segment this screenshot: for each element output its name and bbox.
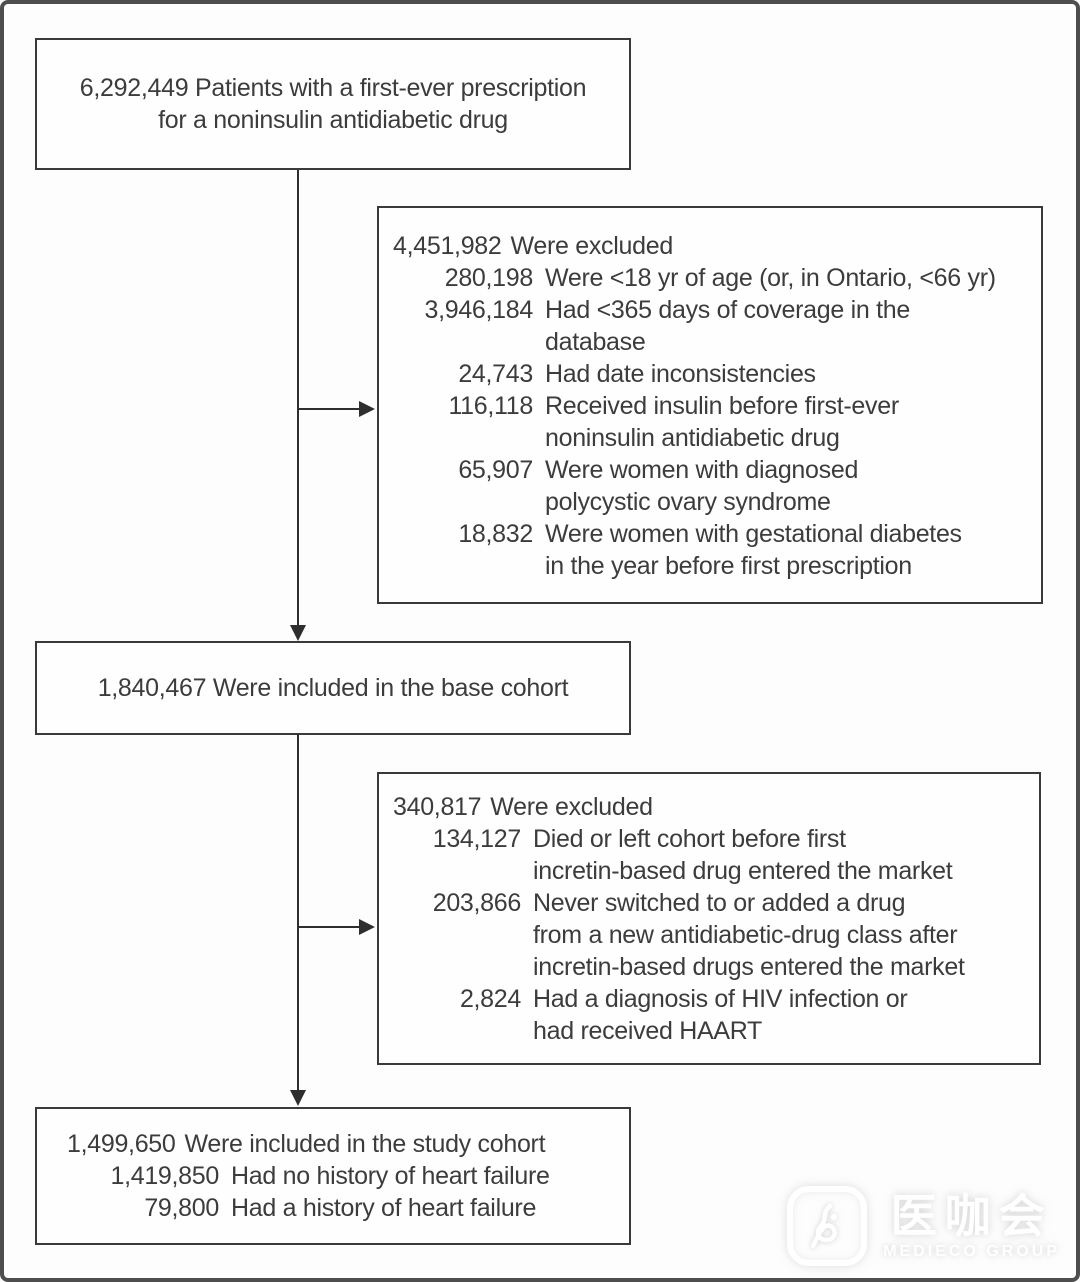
exclusion-2-item: 2,824 Had a diagnosis of HIV infection o… <box>393 983 1031 1047</box>
item-text: Had a diagnosis of HIV infection or had … <box>533 985 908 1045</box>
box-initial-cohort-text: 6,292,449 Patients with a first-ever pre… <box>79 74 587 134</box>
item-count: 134,127 <box>432 825 522 853</box>
item-text: Were <18 yr of age (or, in Ontario, <66 … <box>545 264 996 292</box>
item-count: 65,907 <box>458 456 533 484</box>
item-text: Were women with diagnosed polycystic ova… <box>545 456 859 516</box>
exclusion-2-header-label: Were excluded <box>490 793 653 821</box>
item-count: 116,118 <box>448 392 533 420</box>
exclusion-1-item: 24,743 Had date inconsistencies <box>393 358 1033 390</box>
item-text: Received insulin before first-ever nonin… <box>545 392 899 452</box>
exclusion-1-item: 18,832 Were women with gestational diabe… <box>393 518 1033 582</box>
item-count: 280,198 <box>444 264 534 292</box>
exclusion-1-header-label: Were excluded <box>510 232 674 260</box>
study-cohort-header-label: Were included in the study cohort <box>184 1130 546 1158</box>
study-cohort-header: 1,499,650 Were included in the study coho… <box>67 1128 621 1160</box>
study-cohort-header-count: 1,499,650 <box>67 1130 176 1158</box>
arrowhead-down-2 <box>290 1090 306 1106</box>
exclusion-1-item: 3,946,184 Had <365 days of coverage in t… <box>393 294 1033 358</box>
connector-branch-1 <box>298 408 359 410</box>
exclusion-2-header-count: 340,817 <box>393 793 482 821</box>
item-count: 203,866 <box>432 889 522 917</box>
mediq-logo-icon <box>787 1186 868 1266</box>
watermark-chinese-name: 医咖会 <box>890 1190 1053 1242</box>
connector-vertical-2 <box>297 734 299 1090</box>
item-count: 79,800 <box>144 1194 219 1222</box>
arrowhead-right-2 <box>359 919 375 935</box>
exclusion-1-header: 4,451,982 Were excluded <box>393 230 1033 262</box>
item-count: 2,824 <box>459 985 521 1013</box>
study-cohort-item: 1,419,850 Had no history of heart failur… <box>67 1160 621 1192</box>
box-base-cohort: 1,840,467 Were included in the base coho… <box>35 641 631 735</box>
item-count: 1,419,850 <box>110 1162 219 1190</box>
arrowhead-down-1 <box>290 625 306 641</box>
box-initial-cohort: 6,292,449 Patients with a first-ever pre… <box>35 38 631 170</box>
exclusion-1-item: 116,118 Received insulin before first-ev… <box>393 390 1033 454</box>
box-exclusion-2: 340,817 Were excluded 134,127 Died or lef… <box>377 772 1041 1065</box>
item-text: Had date inconsistencies <box>545 360 816 388</box>
arrowhead-right-1 <box>359 401 375 417</box>
exclusion-2-item: 203,866 Never switched to or added a dru… <box>393 887 1031 983</box>
watermark: 医咖会 MEDIECO GROUP <box>787 1186 1060 1266</box>
item-count: 24,743 <box>458 360 533 388</box>
item-text: Had <365 days of coverage in the databas… <box>545 296 910 356</box>
exclusion-1-item: 280,198 Were <18 yr of age (or, in Ontar… <box>393 262 1033 294</box>
item-text: Died or left cohort before first increti… <box>533 825 953 885</box>
item-text: Never switched to or added a drug from a… <box>533 889 965 981</box>
exclusion-1-header-count: 4,451,982 <box>393 232 502 260</box>
item-text: Had a history of heart failure <box>231 1194 537 1222</box>
item-count: 18,832 <box>458 520 533 548</box>
exclusion-2-header: 340,817 Were excluded <box>393 791 1031 823</box>
exclusion-2-item: 134,127 Died or left cohort before first… <box>393 823 1031 887</box>
item-count: 3,946,184 <box>424 296 533 324</box>
exclusion-1-item: 65,907 Were women with diagnosed polycys… <box>393 454 1033 518</box>
watermark-text: 医咖会 MEDIECO GROUP <box>883 1190 1060 1262</box>
connector-vertical-1 <box>297 170 299 626</box>
box-exclusion-1: 4,451,982 Were excluded 280,198 Were <18 … <box>377 206 1043 604</box>
connector-branch-2 <box>298 926 359 928</box>
item-text: Were women with gestational diabetes in … <box>545 520 962 580</box>
study-cohort-item: 79,800 Had a history of heart failure <box>67 1192 621 1224</box>
watermark-english-name: MEDIECO GROUP <box>883 1243 1060 1260</box>
box-base-cohort-text: 1,840,467 Were included in the base coho… <box>97 674 569 702</box>
item-text: Had no history of heart failure <box>231 1162 550 1190</box>
box-study-cohort: 1,499,650 Were included in the study coho… <box>35 1107 631 1245</box>
